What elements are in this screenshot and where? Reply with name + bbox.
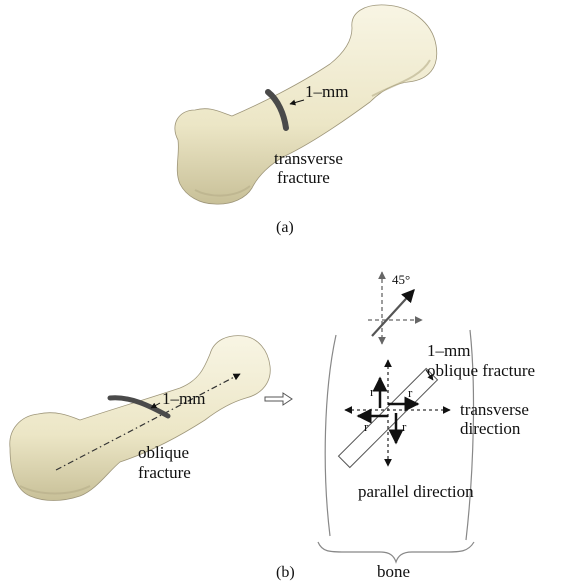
gap-label-a: 1–mm	[305, 82, 348, 101]
caption-b: (b)	[276, 564, 295, 581]
inset-gap-label: 1–mm	[427, 341, 470, 360]
transverse-label-1: transverse	[460, 400, 529, 419]
bone-label: bone	[377, 562, 410, 581]
fracture-label-b-2: fracture	[138, 463, 191, 482]
bone-boundary-left	[325, 335, 336, 536]
inset-fracture-label: oblique fracture	[427, 361, 535, 380]
angle-key: 45°	[368, 272, 422, 344]
parallel-label: parallel direction	[358, 482, 474, 501]
caption-a: (a)	[276, 219, 294, 236]
hollow-arrow-icon	[265, 393, 292, 405]
panel-b: 1–mm oblique fracture 45° bone r r r r	[10, 272, 535, 581]
bone-bracket	[318, 542, 474, 562]
transverse-label-2: direction	[460, 419, 521, 438]
r-label-up: r	[370, 384, 375, 399]
fracture-label-a-2: fracture	[277, 168, 330, 187]
fracture-label-b-1: oblique	[138, 443, 189, 462]
gap-label-b: 1–mm	[162, 389, 205, 408]
r-label-left: r	[364, 419, 369, 434]
r-label-down: r	[402, 419, 407, 434]
fracture-label-a-1: transverse	[274, 149, 343, 168]
panel-a: 1–mm transverse fracture (a)	[175, 5, 437, 236]
r-label-right: r	[408, 385, 413, 400]
angle-label: 45°	[392, 272, 410, 287]
